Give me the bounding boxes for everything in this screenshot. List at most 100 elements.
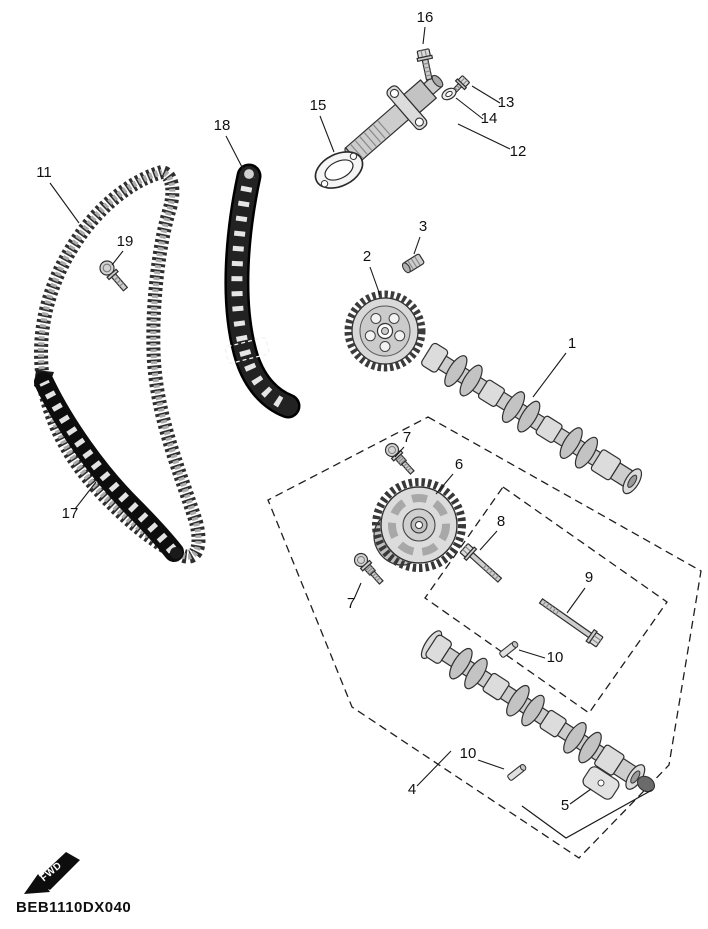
assembly-boundaries [267,416,702,859]
callout-6: 6 [455,456,463,473]
leader-line-1 [532,352,567,398]
part-14-washer [441,87,457,101]
part-8-bolt-shape [462,546,471,555]
part-4-camshaft [420,630,646,790]
part-19-bolt-shape [113,276,124,287]
fwd-arrow-body [34,852,80,890]
part-4-camshaft-shape [521,694,545,727]
part-4-camshaft-shape [482,672,510,701]
part-16-bolt-shape [420,49,427,58]
leader-line-5 [569,788,592,805]
part-8-bolt-shape [482,564,499,580]
leader-line-3 [413,236,421,255]
leader-line-8 [479,530,498,551]
part-5-cap [521,766,656,839]
part-6-vvt-sprocket-shape-shape [388,494,450,556]
part-16-bolt-shape [423,62,432,77]
part-2-sprocket-shape [388,313,400,324]
part-17-chain-guide [34,370,184,562]
leader-line-15 [319,115,335,153]
part-14-washer-shape [445,90,453,98]
leader-line-18 [225,135,244,170]
callout-10b: 10 [460,745,477,762]
callout-12: 12 [510,143,527,160]
part-2-sprocket-shape [379,341,391,352]
leader-line-7b [353,582,362,600]
part-4-camshaft-shape [506,684,530,717]
leader-line-4 [416,750,452,787]
part-12-tensioner-assembly-shape [414,117,424,127]
callout-5: 5 [561,797,569,814]
part-4-camshaft-shape [449,647,473,680]
part-9-bolt [538,598,604,648]
leader-line-6 [435,473,454,495]
callout-7b: 7 [347,595,355,612]
part-6-vvt-sprocket-shape-shape [415,521,423,529]
part-1-camshaft [421,342,643,495]
part-10-pin-a-shape [511,641,519,648]
part-6-vvt-sprocket-shape-shape [372,478,466,572]
callout-2: 2 [363,248,371,265]
part-10-pin-a [499,641,519,658]
leader-line-10b [477,759,505,770]
part-2-sprocket-shape [370,313,382,324]
part-1-camshaft-shape [627,474,638,488]
part-18-chain-guide-shape [226,166,298,416]
leader-line-19 [111,250,124,266]
part-7-bolt-b-shape [357,556,365,564]
leader-line-7a [394,446,405,458]
part-7-bolt-a [384,442,415,475]
part-13-bolt-shape [460,77,468,85]
part-2-sprocket-shape [364,330,376,342]
part-7-bolt-a-shape [400,460,415,475]
part-7-bolt-b-shape [372,572,381,582]
callout-16: 16 [417,9,434,26]
leader-line-17 [74,481,97,510]
part-4-camshaft-shape [563,722,587,754]
part-7-bolt-b-shape [369,570,384,585]
part-5-cap-shape [582,766,620,800]
part-19-bolt-shape [110,272,129,292]
fwd-arrow-tip [24,874,50,894]
leader-line-14 [455,97,484,120]
part-7-bolt-b-shape [365,565,375,575]
part-4-camshaft-shape [464,657,488,690]
leader-line-16 [422,26,426,45]
part-18-chain-guide-shape [231,174,291,412]
part-7-bolt-a-shape [396,455,406,465]
part-9-bolt-shape [589,632,604,648]
part-18-chain-guide-shape [224,337,270,364]
part-4-camshaft-shape [630,770,641,784]
callout-3: 3 [419,218,427,235]
part-9-bolt-shape [591,635,602,645]
part-17-chain-guide-shape [39,379,178,556]
part-3-plug-shape [401,262,411,274]
callout-7a: 7 [403,429,411,446]
leader-line-2 [369,266,381,296]
part-1-camshaft-shape [501,391,526,423]
callout-8: 8 [497,513,505,530]
part-1-camshaft-shape [517,400,541,433]
assembly-boundary-hexagon [267,416,702,859]
part-2-sprocket [344,290,426,372]
part-6-vvt-sprocket-shape [372,478,466,572]
callout-14: 14 [481,110,498,127]
callout-17: 17 [62,505,79,522]
callout-1: 1 [568,335,576,352]
leader-line-10a [518,649,546,659]
fastener-group-boundary [424,486,668,714]
leader-lines [49,26,592,805]
part-1-camshaft-shape [444,355,468,387]
part-17-chain-guide-shape [170,547,182,559]
callout-labels: 16 13 14 12 15 18 11 19 3 2 1 17 7 6 7 8… [36,9,593,814]
fwd-marker: FWD [24,852,80,894]
callout-15: 15 [310,97,327,114]
part-18-chain-guide [224,163,301,419]
part-18-chain-guide-shape [242,167,256,181]
part-12-tensioner-assembly-shape [389,88,399,98]
end-plug [636,775,656,793]
part-4-camshaft-shape [578,731,602,764]
part-3-plug [401,253,425,274]
